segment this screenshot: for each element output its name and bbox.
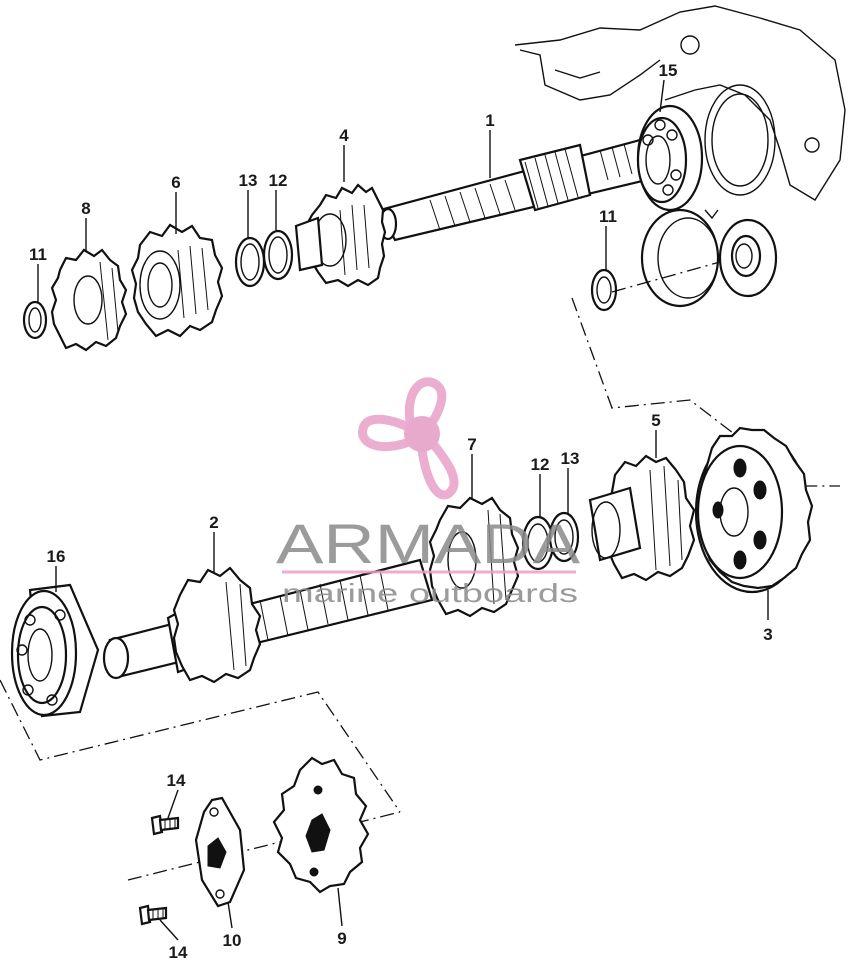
gear-8	[50, 248, 128, 352]
crankcase-housing	[514, 5, 846, 220]
part-label-5: 5	[651, 411, 660, 430]
part-label-11-right: 11	[599, 207, 617, 226]
part-label-13-lower: 13	[561, 449, 580, 468]
part-label-6: 6	[171, 173, 180, 192]
gear-2	[172, 566, 262, 684]
circlip-12-upper	[262, 229, 294, 281]
watermark-brand: ARMADA	[276, 512, 581, 575]
part-label-14-lower: 14	[169, 943, 188, 962]
washer-11-left	[22, 300, 48, 340]
part-labels: 1 2 3 4 5 6 7 8 9 10 11 11 12 12 13 13 1…	[29, 61, 773, 962]
part-label-13-upper: 13	[239, 171, 258, 190]
part-label-3: 3	[763, 625, 772, 644]
part-label-7: 7	[467, 435, 476, 454]
bolt-14-upper	[150, 814, 180, 836]
gear-4	[294, 183, 387, 288]
part-label-8: 8	[81, 199, 90, 218]
bearing-15	[636, 104, 704, 212]
fixing-plate-10	[194, 796, 246, 908]
part-label-11-left: 11	[29, 245, 47, 264]
circlip-12-lower	[521, 515, 555, 571]
part-label-9: 9	[337, 929, 346, 948]
bearing-16	[10, 583, 100, 718]
propeller-icon	[358, 377, 459, 500]
part-label-15: 15	[659, 61, 678, 80]
part-label-10: 10	[223, 931, 242, 950]
gear-6	[130, 223, 224, 338]
leader-lines	[37, 79, 769, 941]
watermark-logo: ARMADA marine outboards	[276, 377, 581, 608]
part-label-14-upper: 14	[167, 771, 186, 790]
part-label-4: 4	[339, 126, 349, 145]
drive-sprocket-9	[272, 756, 370, 894]
part-label-12-lower: 12	[531, 455, 550, 474]
part-label-1: 1	[485, 111, 494, 130]
bolt-14-lower	[138, 904, 168, 926]
washer-11-right	[590, 268, 618, 312]
gear-5	[588, 454, 696, 582]
circlip-13-lower	[548, 511, 580, 563]
oil-seal	[640, 208, 778, 308]
part-label-2: 2	[209, 513, 218, 532]
part-label-12-upper: 12	[269, 171, 288, 190]
watermark-tagline: marine outboards	[282, 578, 578, 608]
gear-3	[694, 426, 814, 594]
circlip-13-upper	[234, 236, 266, 288]
part-label-16: 16	[47, 547, 66, 566]
